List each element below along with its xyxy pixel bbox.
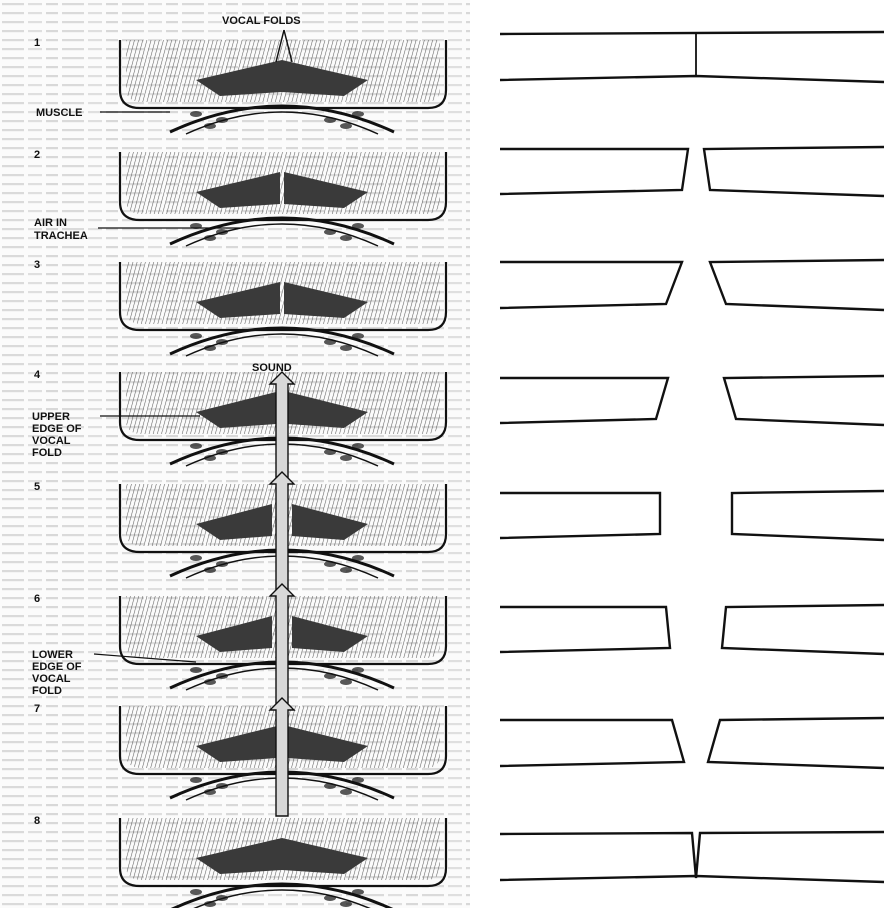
muscle-speckle <box>190 443 202 449</box>
fold-tissue <box>126 262 440 324</box>
muscle-speckle <box>190 667 202 673</box>
right-fold-outline <box>732 491 884 540</box>
right-fold-outline <box>710 260 884 310</box>
fold-tissue <box>126 152 440 214</box>
right-panel <box>500 32 884 882</box>
muscle-speckle <box>324 561 336 567</box>
fold-lower-surface <box>500 876 884 882</box>
muscle-speckle <box>204 235 216 241</box>
muscle-speckle <box>216 339 228 345</box>
muscle-speckle <box>324 339 336 345</box>
muscle-speckle <box>204 567 216 573</box>
muscle-speckle <box>340 123 352 129</box>
left-fold-outline <box>500 720 684 766</box>
muscle-speckle <box>190 333 202 339</box>
muscle-speckle <box>216 117 228 123</box>
stage-number: 7 <box>34 703 40 715</box>
muscle-speckle <box>204 901 216 907</box>
label-vocal-folds: VOCAL FOLDS <box>222 15 301 27</box>
label-air-in-trachea-line1: AIR IN <box>34 217 67 229</box>
label-upper-edge-line4: FOLD <box>32 447 62 459</box>
left-fold-outline <box>500 149 688 194</box>
muscle-speckle <box>352 443 364 449</box>
muscle-speckle <box>340 345 352 351</box>
stage-number: 4 <box>34 369 41 381</box>
muscle-speckle <box>324 117 336 123</box>
schematic-stage-7 <box>500 718 884 768</box>
stage-number: 6 <box>34 593 40 605</box>
muscle-speckle <box>324 449 336 455</box>
stage-number: 5 <box>34 481 40 493</box>
schematic-stage-2 <box>500 147 884 196</box>
muscle-speckle <box>352 223 364 229</box>
schematic-stage-5 <box>500 491 884 540</box>
muscle-speckle <box>204 455 216 461</box>
muscle-speckle <box>352 111 364 117</box>
right-fold-outline <box>724 376 884 425</box>
label-sound: SOUND <box>252 362 292 374</box>
left-fold-outline <box>500 493 660 538</box>
schematic-stage-4 <box>500 376 884 425</box>
muscle-speckle <box>340 901 352 907</box>
muscle-speckle <box>190 777 202 783</box>
fold-lower-surface <box>500 76 884 82</box>
schematic-stage-6 <box>500 605 884 654</box>
schematic-stage-3 <box>500 260 884 310</box>
schematic-stage-1 <box>500 32 884 82</box>
label-muscle: MUSCLE <box>36 107 82 119</box>
label-lower-edge-line2: EDGE OF <box>32 661 82 673</box>
stage-number: 1 <box>34 37 40 49</box>
right-fold-outline <box>708 718 884 768</box>
stage-number: 2 <box>34 149 40 161</box>
label-lower-edge-line1: LOWER <box>32 649 73 661</box>
right-fold-outline <box>722 605 884 654</box>
muscle-speckle <box>324 229 336 235</box>
muscle-speckle <box>190 555 202 561</box>
muscle-speckle <box>324 895 336 901</box>
muscle-speckle <box>216 895 228 901</box>
muscle-speckle <box>340 679 352 685</box>
stage-number: 3 <box>34 259 40 271</box>
schematic-stage-8 <box>500 832 884 882</box>
muscle-speckle <box>324 783 336 789</box>
muscle-speckle <box>190 111 202 117</box>
left-fold-outline <box>500 378 668 423</box>
label-air-in-trachea-line2: TRACHEA <box>34 230 88 242</box>
muscle-speckle <box>216 561 228 567</box>
muscle-speckle <box>204 345 216 351</box>
left-fold-outline <box>500 607 670 652</box>
fold-upper-surface <box>500 832 884 878</box>
label-upper-edge-line1: UPPER <box>32 411 70 423</box>
label-lower-edge-line4: FOLD <box>32 685 62 697</box>
muscle-speckle <box>190 889 202 895</box>
muscle-speckle <box>324 673 336 679</box>
label-upper-edge-line2: EDGE OF <box>32 423 82 435</box>
muscle-speckle <box>352 555 364 561</box>
muscle-speckle <box>204 679 216 685</box>
left-panel-bleed-text <box>0 0 470 908</box>
muscle-speckle <box>352 889 364 895</box>
muscle-speckle <box>340 789 352 795</box>
muscle-speckle <box>340 235 352 241</box>
muscle-speckle <box>216 449 228 455</box>
stage-number: 8 <box>34 815 40 827</box>
muscle-speckle <box>340 455 352 461</box>
fold-upper-surface <box>500 32 884 34</box>
muscle-speckle <box>216 783 228 789</box>
muscle-speckle <box>352 777 364 783</box>
muscle-speckle <box>216 229 228 235</box>
right-fold-outline <box>704 147 884 196</box>
muscle-speckle <box>340 567 352 573</box>
left-panel: 1 2 3 4 5 6 7 8 VOCAL FOLDS MUSCLE AIR IN TRACH… <box>0 0 470 908</box>
label-lower-edge-line3: VOCAL <box>32 673 71 685</box>
muscle-speckle <box>352 667 364 673</box>
muscle-speckle <box>204 789 216 795</box>
muscle-speckle <box>352 333 364 339</box>
muscle-speckle <box>204 123 216 129</box>
muscle-speckle <box>216 673 228 679</box>
left-fold-outline <box>500 262 682 308</box>
label-upper-edge-line3: VOCAL <box>32 435 71 447</box>
